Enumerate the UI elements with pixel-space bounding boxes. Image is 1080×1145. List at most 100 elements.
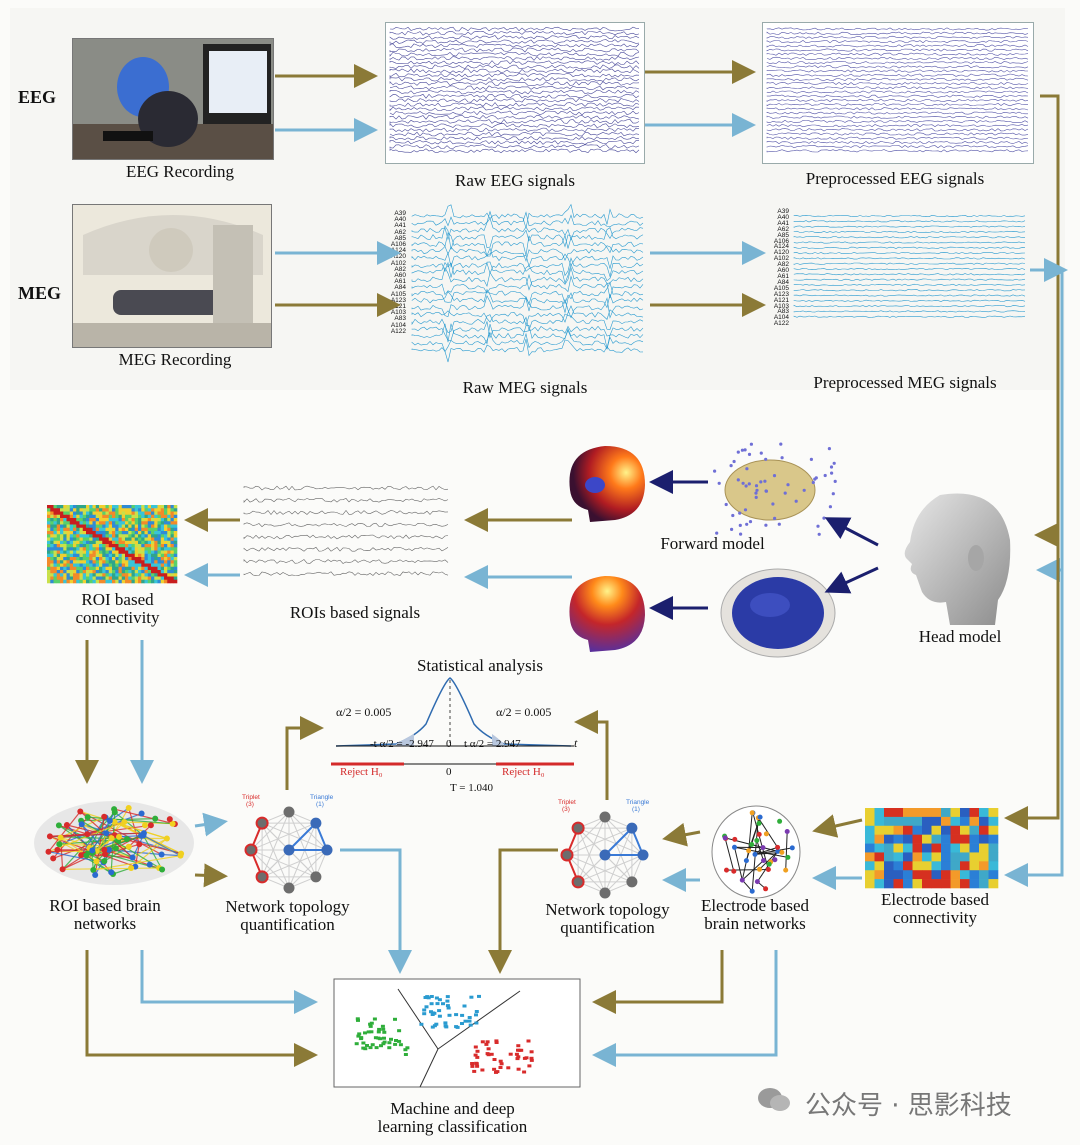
electrode-node <box>763 831 769 837</box>
matrix-cell <box>50 579 54 584</box>
meg-channel-label: A121 <box>773 296 789 304</box>
matrix-cell <box>151 534 155 538</box>
meg-channel-label: A124 <box>773 243 789 251</box>
topology-edge <box>288 849 317 878</box>
signal-trace <box>766 56 1029 60</box>
matrix-cell <box>95 514 100 519</box>
matrix-cell <box>144 570 149 574</box>
matrix-cell <box>108 524 113 529</box>
matrix-cell <box>147 540 152 545</box>
matrix-cell <box>105 563 110 568</box>
electrode-node <box>761 858 766 863</box>
matrix-cell <box>157 544 162 548</box>
matrix-cell <box>160 570 165 574</box>
matrix-cell <box>56 540 61 545</box>
scatter-point <box>508 1052 513 1056</box>
matrix-cell <box>865 825 875 835</box>
sensor-dot <box>763 479 767 483</box>
matrix-cell <box>89 524 93 529</box>
matrix-cell <box>63 544 67 548</box>
signal-trace <box>766 82 1029 86</box>
sensor-dot <box>764 489 768 493</box>
signal-trace <box>411 261 644 284</box>
matrix-cell <box>112 544 116 548</box>
network-edge <box>48 811 81 853</box>
sensor-dot <box>817 532 821 536</box>
matrix-cell <box>92 531 97 535</box>
matrix-cell <box>73 531 77 535</box>
matrix-cell <box>167 521 171 525</box>
matrix-cell <box>73 560 77 564</box>
scatter-point <box>529 1058 534 1062</box>
matrix-cell <box>138 550 142 555</box>
scatter-point <box>446 1006 451 1010</box>
matrix-cell <box>865 843 875 853</box>
matrix-cell <box>874 808 885 818</box>
matrix-cell <box>144 527 149 532</box>
electrode-node <box>757 814 763 820</box>
signal-trace <box>766 27 1029 31</box>
scatter-point <box>380 1024 385 1028</box>
topology-edge <box>577 827 644 856</box>
topology-node <box>599 811 611 823</box>
matrix-cell <box>170 550 175 555</box>
matrix-cell <box>69 540 74 545</box>
matrix-cell <box>79 566 84 571</box>
scatter-point <box>445 999 450 1003</box>
sensor-dot <box>816 524 820 528</box>
matrix-cell <box>108 576 113 581</box>
matrix-cell <box>69 521 74 525</box>
network-edge <box>161 853 181 857</box>
matrix-cell <box>167 579 171 584</box>
matrix-cell <box>988 879 999 889</box>
matrix-cell <box>147 534 152 538</box>
matrix-cell <box>969 808 980 818</box>
matrix-cell <box>160 511 165 516</box>
matrix-cell <box>125 508 129 512</box>
triplet-count: (3) <box>246 801 254 808</box>
scatter-point <box>372 1017 377 1021</box>
matrix-cell <box>102 505 106 509</box>
matrix-cell <box>121 534 126 538</box>
network-node <box>59 866 66 873</box>
matrix-cell <box>131 514 136 519</box>
matrix-cell <box>121 544 126 548</box>
matrix-cell <box>79 579 84 584</box>
matrix-cell <box>173 508 178 512</box>
matrix-cell <box>73 570 77 574</box>
matrix-cell <box>157 534 162 538</box>
network-node <box>106 817 113 824</box>
scatter-point <box>460 1013 465 1017</box>
matrix-cell <box>931 825 942 835</box>
scatter-point <box>470 1064 475 1068</box>
signal-trace <box>793 289 1026 292</box>
stat-t-axis: t <box>574 736 578 750</box>
matrix-cell <box>105 514 110 519</box>
topology-graph-left: Triplet(3)Triangle(1) <box>234 794 344 895</box>
scatter-point <box>473 1045 478 1049</box>
matrix-cell <box>102 573 106 577</box>
raw-meg-panel <box>408 203 648 370</box>
network-node <box>111 818 118 825</box>
matrix-cell <box>151 518 155 522</box>
matrix-cell <box>108 518 113 522</box>
electrode-node <box>749 888 755 894</box>
scatter-point <box>389 1037 393 1041</box>
triangle-count: (1) <box>316 801 324 808</box>
signal-trace <box>793 304 1026 308</box>
matrix-cell <box>86 573 90 577</box>
network-node <box>112 845 119 852</box>
matrix-cell <box>47 544 51 548</box>
matrix-cell <box>79 540 84 545</box>
signal-trace <box>766 128 1029 132</box>
matrix-cell <box>931 870 942 880</box>
matrix-cell <box>128 514 132 519</box>
matrix-cell <box>125 550 129 555</box>
matrix-cell <box>144 579 149 584</box>
matrix-cell <box>92 537 97 542</box>
matrix-cell <box>63 566 67 571</box>
scatter-point <box>462 1004 467 1008</box>
matrix-cell <box>128 563 132 568</box>
scatter-point <box>355 1017 360 1021</box>
matrix-cell <box>47 560 51 564</box>
